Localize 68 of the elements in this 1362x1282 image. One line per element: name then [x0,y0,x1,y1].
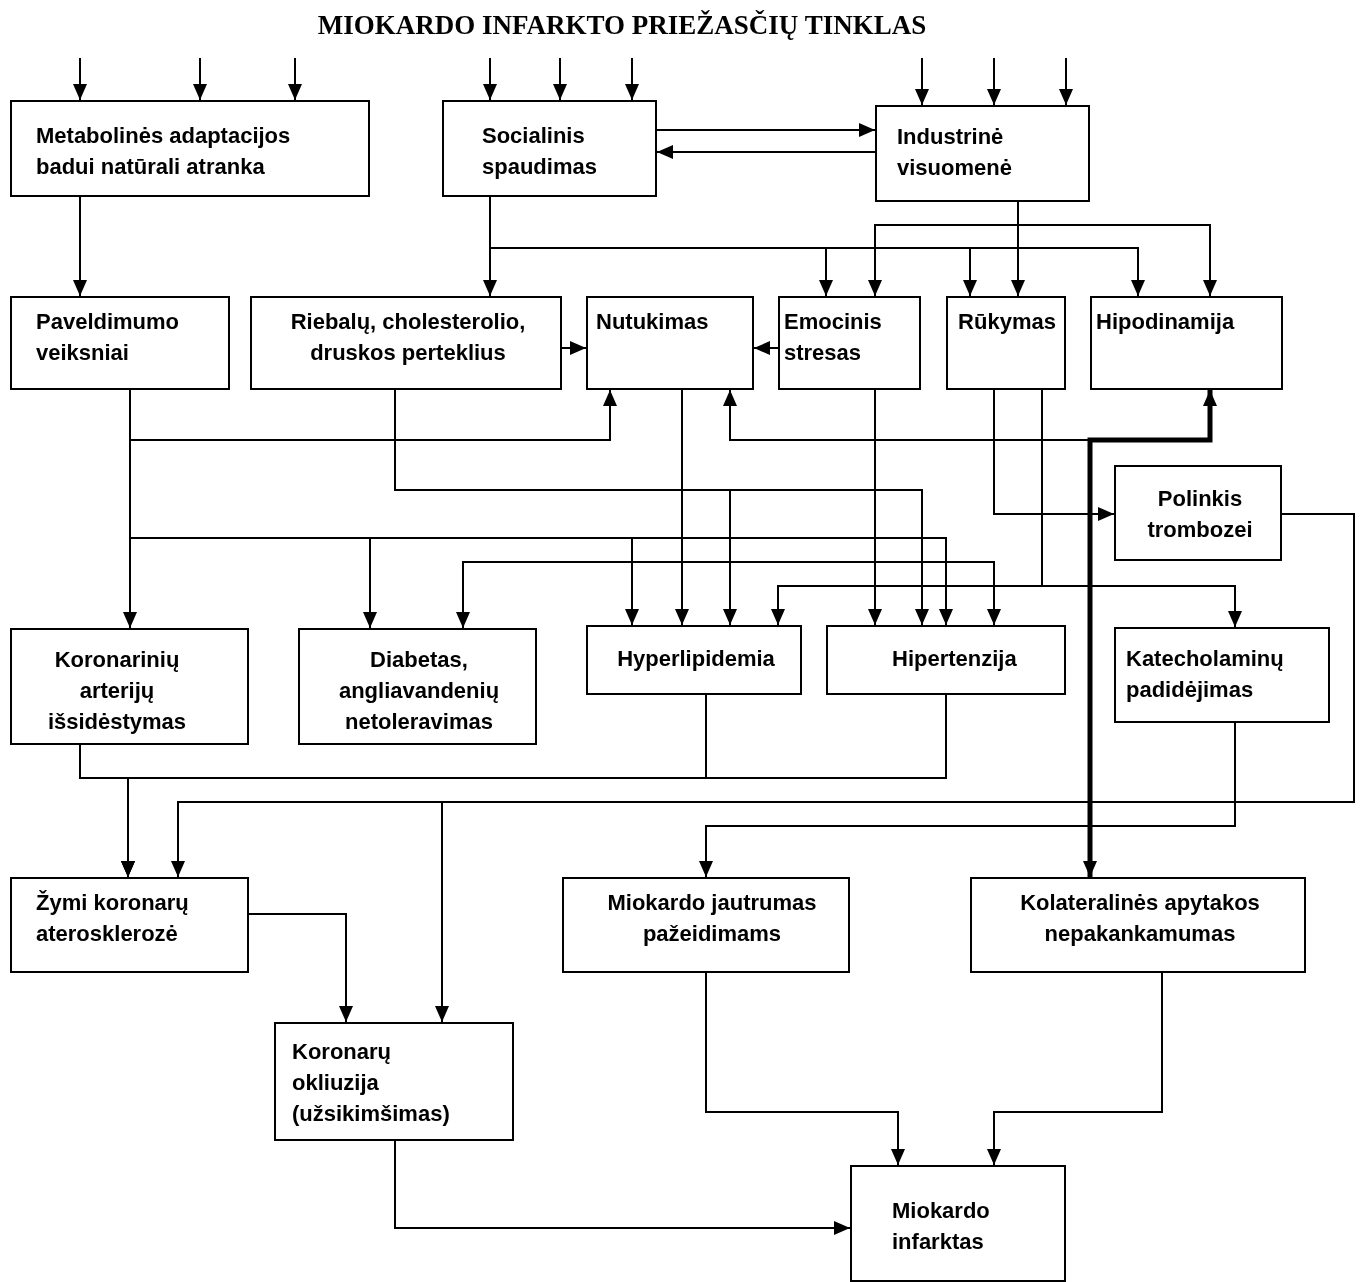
process-box [586,296,754,390]
arrow [1017,201,1217,297]
arrow [248,913,353,1023]
arrow [753,341,779,355]
box-label: Industrinė visuomenė [897,123,1013,182]
arrow [699,722,1236,878]
box-label: Katecholaminų padidėjimas [1126,645,1285,704]
box-label: Nutukimas [596,308,710,336]
arrow [723,389,1217,441]
arrow [625,57,639,101]
box-label: Koronarų okliuzija (užsikimšimas) [292,1038,451,1128]
box-label: Hipertenzija [892,645,1018,673]
arrow [561,341,587,355]
arrow [73,196,87,297]
arrow [121,694,947,878]
process-box [1114,465,1282,561]
box-label: Polinkis trombozei [1146,485,1254,544]
arrow [435,513,1355,1023]
process-box [778,296,921,390]
arrow [1083,390,1213,877]
arrow [656,145,876,159]
box-label: Diabetas, angliavandenių netoleravimas [337,646,501,736]
box-label: Žymi koronarų aterosklerozė [36,889,190,948]
box-label: Emocinis stresas [784,308,883,367]
arrow [394,1140,851,1235]
box-label: Rūkymas [957,308,1057,336]
arrow [129,389,617,441]
box-label: Socialinis spaudimas [482,122,598,181]
process-box [875,105,1090,202]
diagram-title: MIOKARDO INFARKTO PRIEŽASČIŲ TINKLAS [316,10,928,41]
box-label: Hyperlipidemia [616,645,776,673]
process-box [1090,296,1283,390]
arrow [193,57,207,101]
process-box [10,296,230,390]
box-label: Miokardo jautrumas pažeidimams [606,889,818,948]
process-box [946,296,1066,390]
arrow [915,57,929,106]
arrow [987,57,1001,106]
arrow [705,972,905,1166]
process-box [10,877,249,973]
box-label: Paveldimumo veiksniai [36,308,181,367]
process-box [274,1022,514,1141]
process-box [850,1165,1066,1282]
box-label: Kolateralinės apytakos nepakankamumas [1019,889,1261,948]
process-box [250,296,562,390]
process-box [298,628,537,745]
arrow [993,389,1115,521]
process-box [562,877,850,973]
arrow [1059,57,1073,106]
box-label: Miokardo infarktas [892,1197,991,1256]
process-box [586,625,802,695]
arrow [483,57,497,101]
arrow [987,972,1163,1166]
arrow [553,57,567,101]
process-box [10,628,249,745]
arrow [73,57,87,101]
process-box [10,100,370,197]
process-box [970,877,1306,973]
box-label: Koronarinių arterijų išsidėstymas [46,646,188,736]
arrow [288,57,302,101]
process-box [442,100,657,197]
process-box [826,625,1066,695]
arrow [656,123,876,137]
box-label: Hipodinamija [1096,308,1236,336]
box-label: Riebalų, cholesterolio, druskos perteklius [289,308,527,367]
process-box [1114,627,1330,723]
arrow [868,389,882,626]
box-label: Metabolinės adaptacijos badui natūrali atranka [36,122,292,181]
